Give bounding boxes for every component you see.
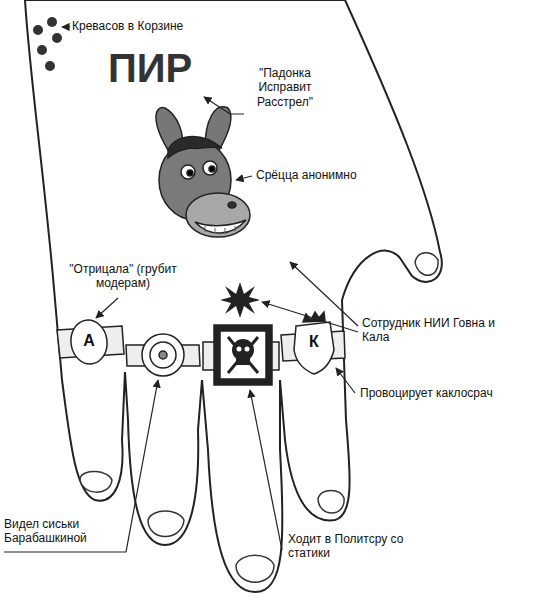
donkey-tattoo	[156, 107, 250, 237]
tattoo-caption: Видел сиськи Барабашкиной	[4, 517, 124, 546]
rings	[57, 312, 345, 385]
tattoo-caption: Сотрудник НИИ Говна и Кала	[362, 316, 517, 345]
tattoo-caption: Кревасов в Корзине	[72, 19, 222, 33]
skull-symbol	[228, 337, 258, 373]
star-tattoo	[220, 282, 260, 318]
tattoo-caption: "Падонка Исправит Расстрел"	[246, 66, 324, 109]
tattoo-caption: Провоцирует каклосрач	[360, 386, 525, 400]
dots-tattoo	[33, 17, 62, 71]
leader-lines	[4, 27, 358, 552]
tattoo-caption: "Отрицала" (грубит модерам)	[58, 262, 188, 291]
ring-letter: А	[77, 331, 101, 350]
tattoo-caption: Ходит в Политсру со статики	[288, 532, 438, 561]
ring-letter: К	[302, 332, 326, 351]
hand-outline	[25, 0, 442, 592]
tattoo-text: ПИР	[98, 44, 202, 92]
tattoo-caption: Срёцца анонимно	[256, 168, 406, 182]
fingernails	[80, 253, 438, 583]
